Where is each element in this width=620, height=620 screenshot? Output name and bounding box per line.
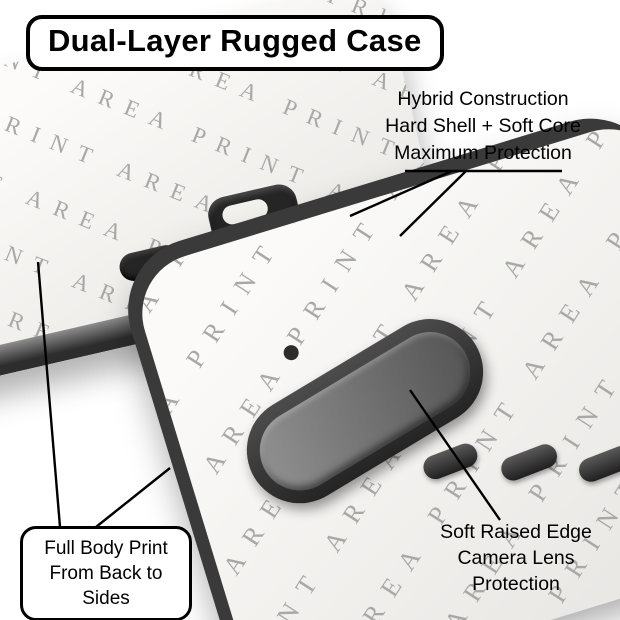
fullbody-callout-line-1: Full Body Print <box>44 538 168 559</box>
camera-raised-edge-ring <box>227 299 503 524</box>
fullbody-callout-line-2: From Back to <box>49 563 163 584</box>
camera-callout-line-1: Soft Raised Edge <box>440 521 592 543</box>
flash-dot <box>281 343 301 363</box>
hybrid-callout-line-1: Hybrid Construction <box>397 88 569 110</box>
hybrid-construction-callout: Hybrid Construction Hard Shell + Soft Co… <box>350 86 616 167</box>
fullbody-callout-line-3: Sides <box>82 588 130 609</box>
page-title: Dual-Layer Rugged Case <box>26 15 444 71</box>
camera-callout-line-3: Protection <box>472 573 560 595</box>
fullbody-pointer-line-2 <box>95 467 171 528</box>
side-button-1 <box>419 440 481 483</box>
camera-callout-line-2: Camera Lens <box>457 547 575 569</box>
camera-lens-recess <box>244 317 486 506</box>
hybrid-callout-line-3: Maximum Protection <box>394 142 572 164</box>
hybrid-callout-line-2: Hard Shell + Soft Core <box>385 115 581 137</box>
camera-protection-callout: Soft Raised Edge Camera Lens Protection <box>416 519 616 597</box>
full-body-print-callout: Full Body Print From Back to Sides <box>20 526 192 620</box>
side-button-3 <box>575 442 620 486</box>
side-button-2 <box>497 440 561 484</box>
